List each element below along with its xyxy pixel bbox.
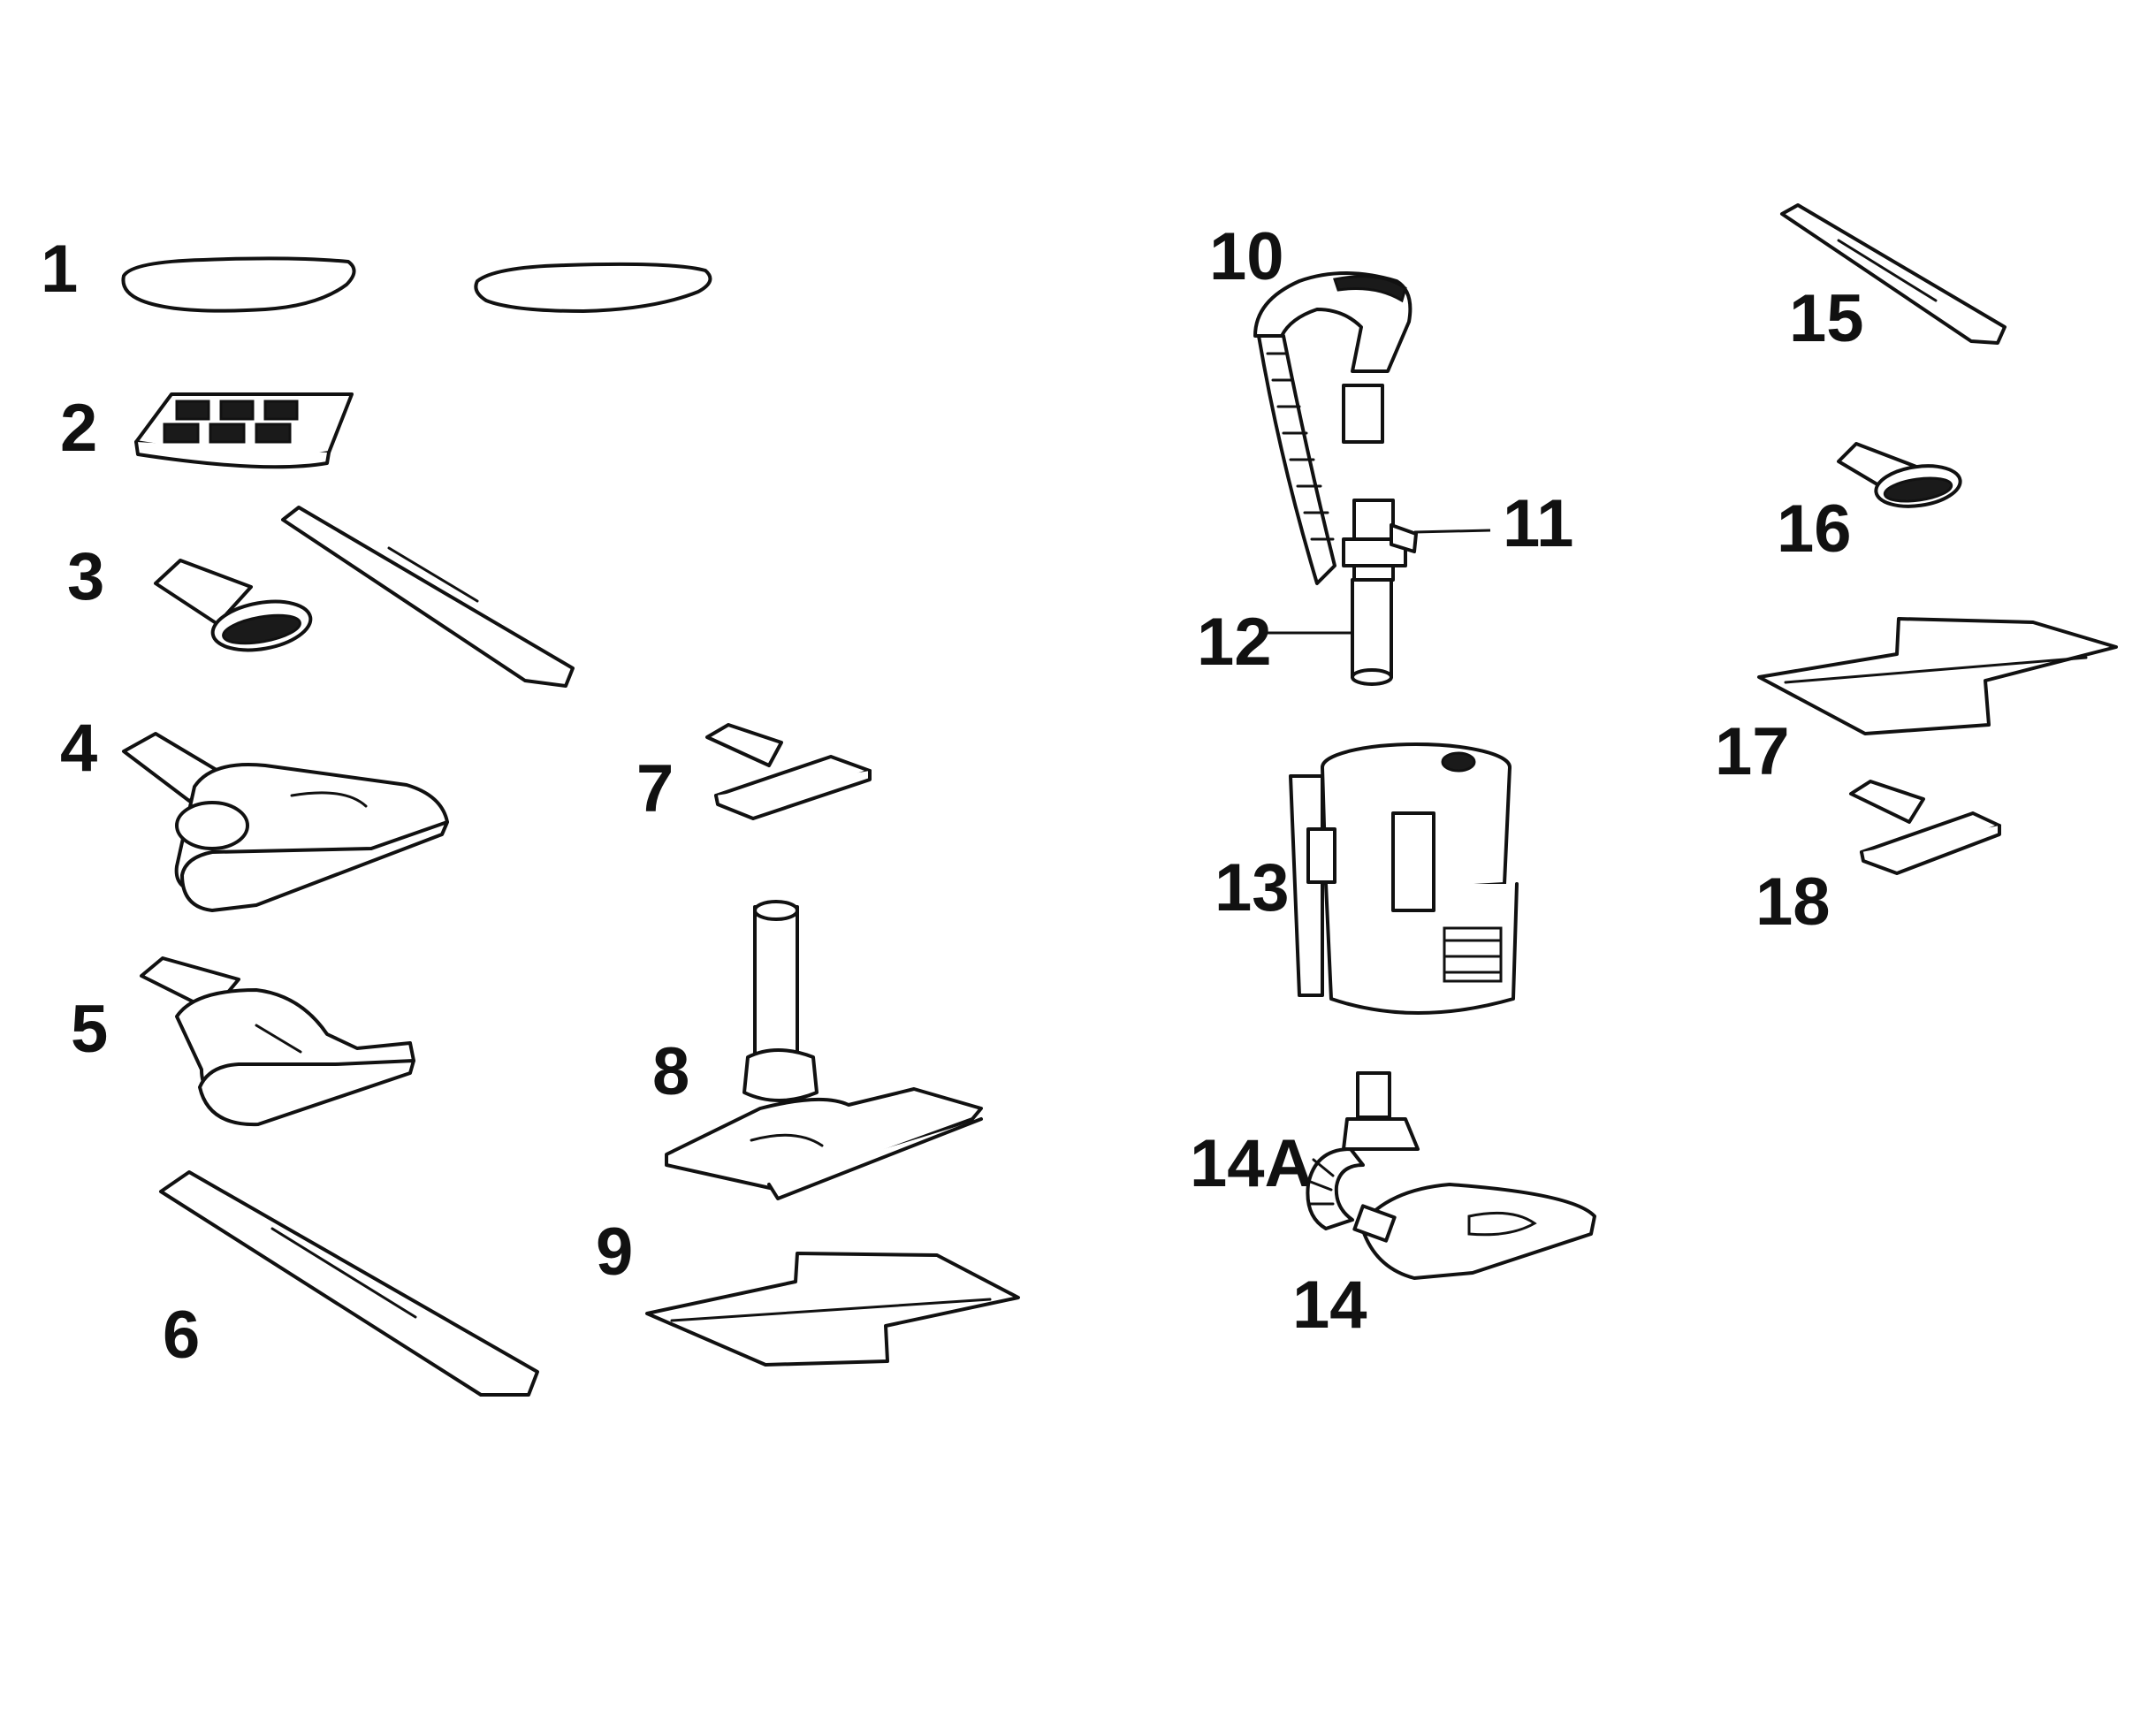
callout-13: 13 — [1215, 850, 1290, 925]
callout-4: 4 — [60, 711, 97, 786]
leader-11 — [1413, 529, 1491, 534]
callout-15: 15 — [1789, 281, 1864, 356]
callout-3: 3 — [67, 539, 104, 614]
floor-head-wand-drawing — [665, 900, 983, 1200]
callout-5: 5 — [71, 992, 108, 1067]
small-floor-nozzle-18-drawing — [1849, 780, 2001, 875]
powered-nozzle-drawing — [1306, 1071, 1596, 1280]
wand-tube-drawing — [1351, 578, 1393, 686]
callout-14: 14 — [1292, 1268, 1367, 1343]
callout-6: 6 — [163, 1298, 200, 1373]
dusting-nozzle-16-drawing — [1837, 442, 1962, 508]
turbo-brush-drawing — [122, 732, 449, 912]
mop-pad-17-drawing — [1757, 617, 2118, 735]
mop-pad-9-drawing — [645, 1252, 1020, 1367]
small-floor-nozzle-drawing — [705, 723, 872, 820]
crevice-tool-15-drawing — [1780, 203, 2007, 345]
callout-18: 18 — [1755, 864, 1831, 940]
wand-coupler-drawing — [1342, 499, 1418, 582]
callout-1: 1 — [41, 232, 78, 307]
mini-turbo-brush-drawing — [140, 956, 415, 1127]
crevice-tool-long-drawing — [159, 1170, 539, 1397]
callout-16: 16 — [1777, 491, 1852, 567]
callout-10: 10 — [1209, 219, 1284, 294]
filter-pad-drawing — [121, 256, 712, 313]
callout-8: 8 — [652, 1034, 689, 1109]
grid-filter-drawing — [134, 392, 354, 469]
callout-17: 17 — [1715, 714, 1790, 789]
callout-11: 11 — [1503, 486, 1573, 561]
handle-hose-drawing — [1253, 271, 1413, 585]
callout-14A: 14A — [1190, 1126, 1313, 1201]
callout-9: 9 — [596, 1214, 633, 1290]
callout-12: 12 — [1197, 605, 1272, 680]
canister-body-drawing — [1289, 742, 1519, 1015]
callout-7: 7 — [636, 751, 674, 826]
callout-2: 2 — [60, 391, 97, 466]
crevice-tool-small-drawing — [281, 506, 575, 688]
dusting-nozzle-drawing — [154, 559, 313, 652]
